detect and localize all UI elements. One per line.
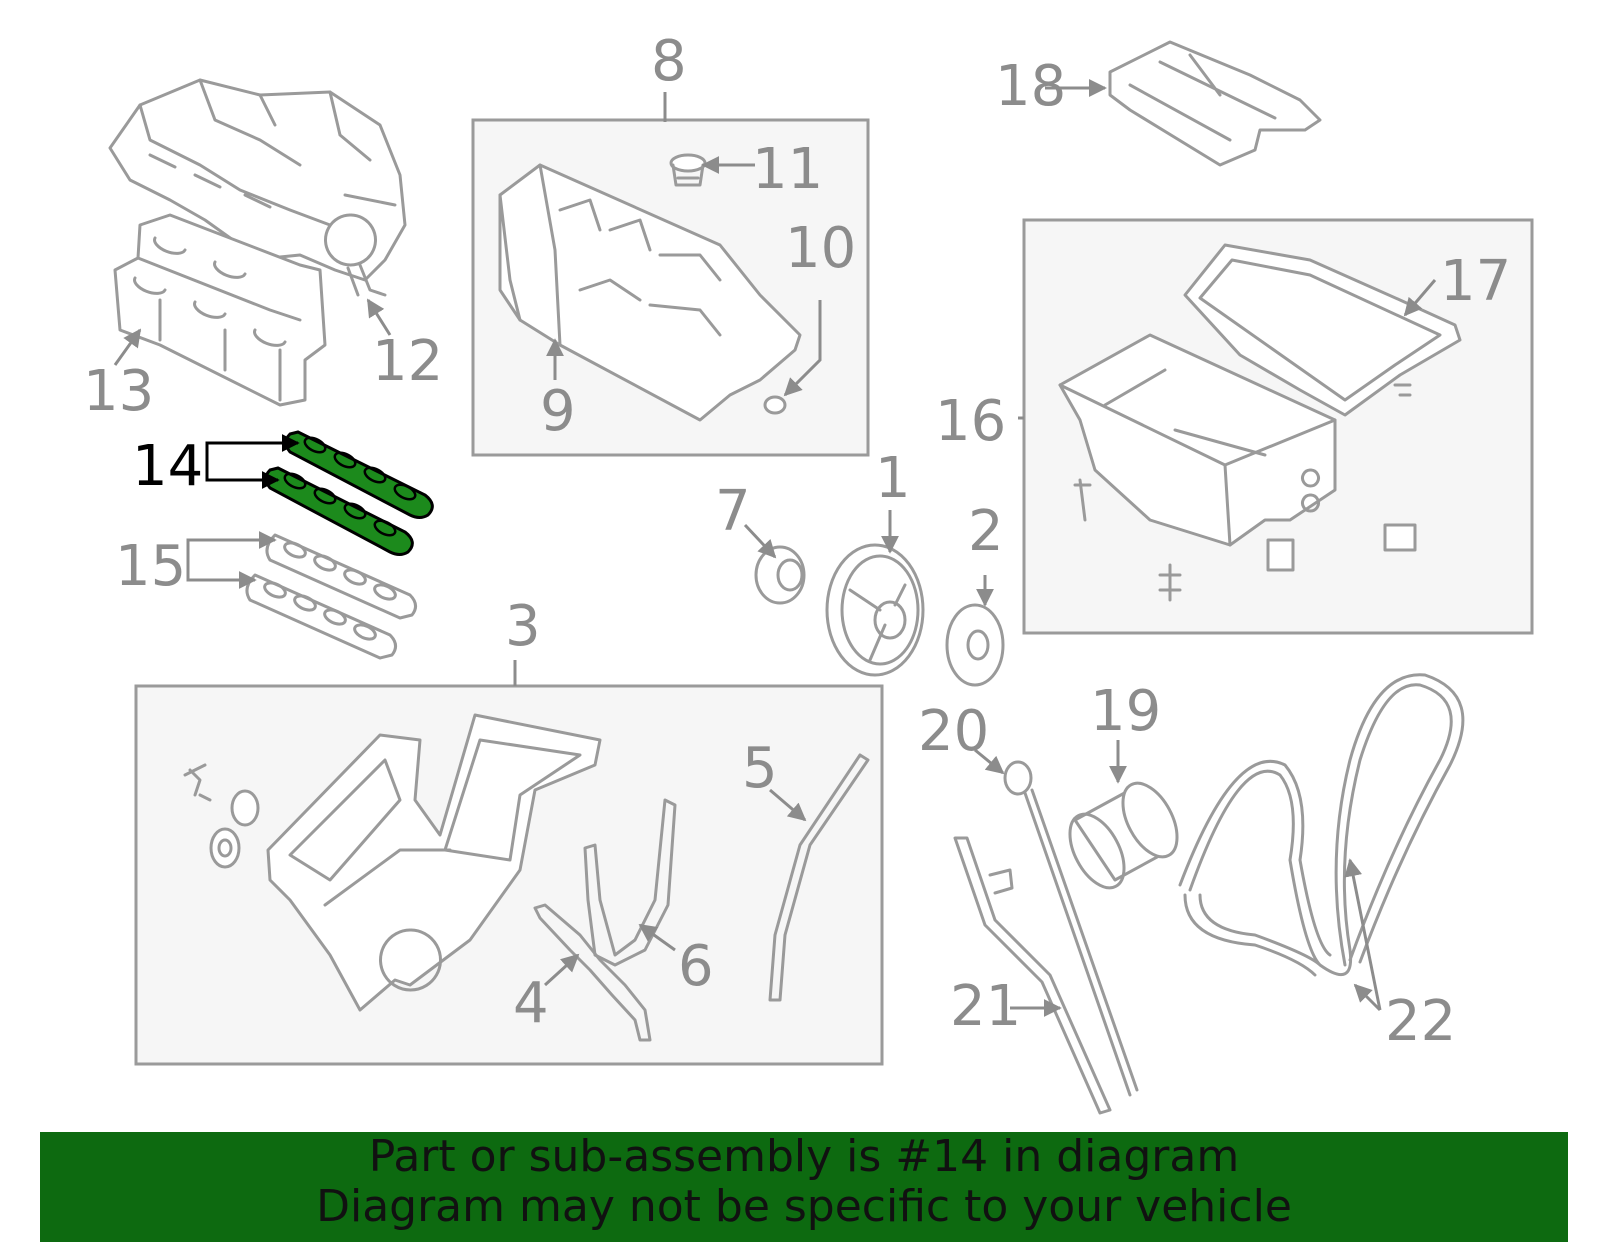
callout-22: 22 xyxy=(1385,989,1456,1054)
callout-3: 3 xyxy=(505,594,541,659)
callout-labels: 1 2 3 4 5 6 7 8 9 10 11 12 13 14 15 16 1… xyxy=(83,29,1511,1054)
callout-18: 18 xyxy=(995,54,1066,119)
callout-13: 13 xyxy=(83,359,154,424)
oil-filter-part[interactable] xyxy=(1059,774,1188,896)
callout-9: 9 xyxy=(540,379,576,444)
callout-8: 8 xyxy=(651,29,687,94)
callout-7: 7 xyxy=(715,479,751,544)
banner-line-2: Diagram may not be specific to your vehi… xyxy=(316,1181,1292,1232)
valve-cover-part[interactable] xyxy=(498,163,802,422)
callout-14: 14 xyxy=(132,434,203,499)
grommet-part[interactable] xyxy=(763,395,787,415)
tensioner-arm-part[interactable] xyxy=(768,753,870,1002)
dipstick-tube-part[interactable] xyxy=(953,836,1112,1115)
callout-12: 12 xyxy=(372,329,443,394)
callout-4: 4 xyxy=(513,971,549,1036)
crank-seal-part[interactable] xyxy=(754,545,806,605)
callout-10: 10 xyxy=(785,216,856,281)
oil-pan-part[interactable] xyxy=(1058,333,1417,602)
callout-20: 20 xyxy=(918,699,989,764)
callout-16: 16 xyxy=(935,389,1006,454)
chain-guide-part[interactable] xyxy=(583,798,677,967)
banner-line-1: Part or sub-assembly is #14 in diagram xyxy=(368,1131,1240,1182)
timing-chain-part[interactable] xyxy=(1178,673,1465,977)
intake-manifold-part[interactable] xyxy=(108,78,407,297)
callout-17: 17 xyxy=(1440,249,1511,314)
pulley-washer-part[interactable] xyxy=(945,603,1005,687)
dipstick-part[interactable] xyxy=(1003,760,1139,1097)
intake-gasket-pair-part[interactable] xyxy=(245,533,417,660)
callout-19: 19 xyxy=(1090,679,1161,744)
crank-pulley-part[interactable] xyxy=(825,543,925,677)
info-banner: Part or sub-assembly is #14 in diagram D… xyxy=(40,1132,1568,1242)
callout-2: 2 xyxy=(968,499,1004,564)
timing-cover-part[interactable] xyxy=(266,713,602,1012)
callout-21: 21 xyxy=(950,974,1021,1039)
callout-11: 11 xyxy=(752,137,823,202)
lower-manifold-part[interactable] xyxy=(113,213,327,407)
cover-gasket-part[interactable] xyxy=(533,903,652,1042)
callout-5: 5 xyxy=(742,736,778,801)
heat-shield-part[interactable] xyxy=(1108,40,1322,167)
oil-pan-gasket-part[interactable] xyxy=(1183,243,1462,417)
timing-cover-bolt-part[interactable] xyxy=(183,763,260,869)
leader-lines xyxy=(113,79,1437,1017)
callout-15: 15 xyxy=(115,534,186,599)
oil-filler-cap-part[interactable] xyxy=(669,153,707,187)
callout-1: 1 xyxy=(875,446,911,511)
callout-6: 6 xyxy=(678,934,714,999)
